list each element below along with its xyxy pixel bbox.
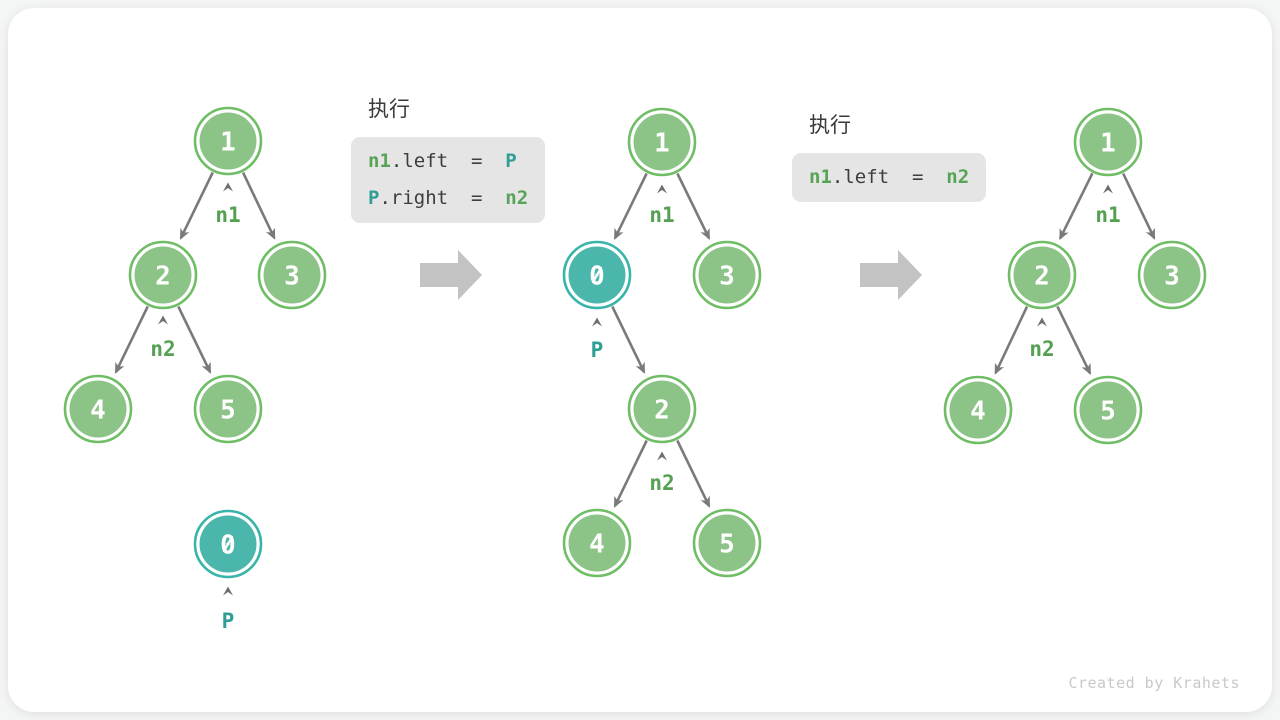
node-value: 4 [970,397,986,427]
node-value: 1 [1100,129,1116,159]
watermark: Created by Krahets [1068,674,1240,692]
pointer-caret-icon [1037,317,1047,327]
tree-after-node-3: 3 [1137,240,1207,310]
tree-after-node-2: 2 [1007,240,1077,310]
tree-after: 1 2 3 4 5 n1 n2 [943,107,1207,445]
code-token: P [368,187,380,209]
node-value: 4 [90,396,106,426]
node-value: 5 [1100,397,1116,427]
edge-1-3 [1122,172,1156,240]
pointer-caret-icon [223,182,233,192]
code-line-1: n1.left = P [368,143,528,180]
code-token: n2 [505,187,529,209]
node-value: 4 [589,530,605,560]
code-token: n2 [946,166,970,188]
node-value: 2 [1034,262,1050,292]
node-value: 2 [155,262,171,292]
tree-after-node-5: 5 [1073,375,1143,445]
edge-1-3 [676,172,711,240]
pointer-label-n1: n1 [215,203,240,227]
tree-after-node-4: 4 [943,375,1013,445]
tree-before-node-1: 1 [193,106,263,176]
tree-during-node-5: 5 [692,508,762,578]
tree-during-node-p: 0 [562,240,632,310]
code-token: n1 [368,150,391,172]
code-token: n1 [809,166,832,188]
tree-before: 1 2 3 4 5 n1 n2 0 P [63,106,327,633]
step-arrow-icon [420,250,482,300]
tree-before-node-4: 4 [63,374,133,444]
pointer-label-n2: n2 [649,471,674,495]
pointer-label-n2: n2 [150,337,175,361]
code-line-2: P.right = n2 [368,180,528,217]
exec-title: 执行 [368,97,410,121]
tree-before-node-3: 3 [257,240,327,310]
code-token: P [505,150,517,172]
pointer-caret-icon [657,184,667,194]
edge-1-2 [1059,172,1094,241]
pointer-label-n2: n2 [1029,337,1054,361]
edge-1-2 [179,171,214,240]
code-block: n1.left = P P.right = n2 [351,137,546,223]
tree-before-node-2: 2 [128,240,198,310]
pointer-caret-icon [657,451,667,461]
pointer-caret-icon [158,315,168,325]
tree-during-node-3: 3 [692,240,762,310]
edge-1-3 [241,172,276,240]
slashed-zero-mark [591,266,603,284]
edge-2-4 [613,439,648,508]
tree-after-node-1: 1 [1073,107,1143,177]
code-block: n1.left = n2 [792,153,987,202]
code-line-1: n1.left = n2 [809,159,969,196]
edge-2-4 [114,305,149,374]
edge-2-5 [676,439,711,508]
edge-2-5 [177,305,212,374]
tree-before-node-5: 5 [193,374,263,444]
pointer-label-n1: n1 [1095,203,1120,227]
node-value: 3 [719,262,735,292]
edge-0-2 [611,305,646,374]
node-value: 3 [1164,262,1180,292]
slashed-zero-mark [222,535,234,553]
exec-title: 执行 [809,113,851,137]
pointer-caret-icon [223,586,233,596]
tree-before-node-p: 0 [193,509,263,579]
edge-2-5 [1056,305,1092,375]
pointer-label-p: P [591,338,604,362]
node-value: 5 [220,396,236,426]
pointer-label-n1: n1 [649,203,674,227]
node-value: 1 [654,129,670,159]
tree-during: 1 0 3 2 4 5 n1 P n2 [562,107,762,578]
code-token: .right = [379,187,506,209]
node-value: 2 [654,396,670,426]
code-token: .left = [831,166,947,188]
edge-1-0 [613,172,648,240]
edge-2-4 [994,306,1029,375]
pointer-caret-icon [592,317,602,327]
step-arrow-icon [860,250,922,300]
exec-block-1: 执行 n1.left = P P.right = n2 [351,96,546,223]
node-value: 5 [719,530,735,560]
tree-during-node-4: 4 [562,508,632,578]
tree-during-node-1: 1 [627,107,697,177]
exec-block-2: 执行 n1.left = n2 [792,112,987,202]
node-value: 3 [284,262,300,292]
code-token: .left = [390,150,506,172]
node-value: 1 [220,128,236,158]
tree-during-node-2: 2 [627,374,697,444]
pointer-caret-icon [1103,184,1113,194]
pointer-label-p: P [222,609,235,633]
